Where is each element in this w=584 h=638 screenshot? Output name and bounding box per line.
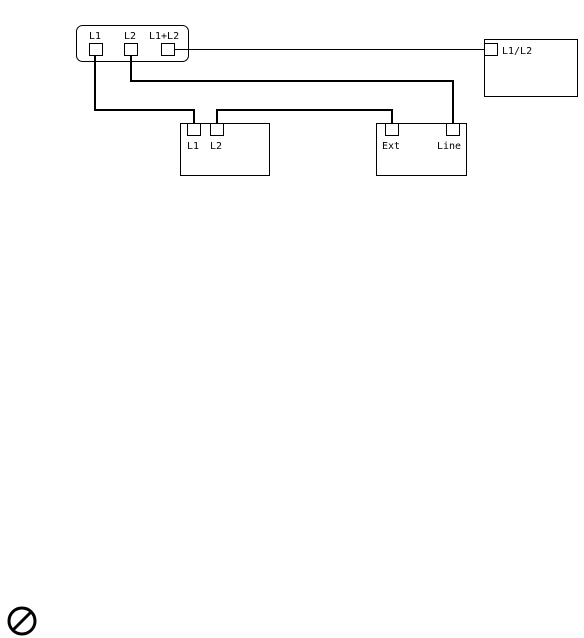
device-label-line: Line <box>437 141 461 152</box>
phone-label-l1-l2: L1/L2 <box>502 46 532 57</box>
wire-device-l2-to-ext <box>217 110 392 123</box>
wire-l2-to-line <box>131 56 453 123</box>
phone-device: L1/L2 <box>485 40 578 97</box>
prohibited-icon <box>9 608 35 634</box>
jack-box: L1 L2 L1+L2 <box>77 26 189 62</box>
jack-port-l1-l2 <box>162 44 175 56</box>
wires <box>95 50 484 124</box>
device-port-l1 <box>188 124 201 136</box>
device-label-l1: L1 <box>187 141 199 152</box>
device-port-l2 <box>211 124 224 136</box>
wire-l1-to-device <box>95 56 194 123</box>
jack-port-l1 <box>90 44 103 56</box>
device-port-ext <box>386 124 399 136</box>
device-label-ext: Ext <box>382 141 400 152</box>
jack-label-l2: L2 <box>124 31 136 42</box>
device-label-l2: L2 <box>210 141 222 152</box>
answering-device: Ext Line <box>377 124 467 176</box>
device-port-line <box>447 124 460 136</box>
two-line-device: L1 L2 <box>181 124 270 176</box>
phone-port-l1-l2 <box>485 44 498 56</box>
jack-label-l1-l2: L1+L2 <box>149 31 179 42</box>
jack-port-l2 <box>125 44 138 56</box>
jack-label-l1: L1 <box>89 31 101 42</box>
